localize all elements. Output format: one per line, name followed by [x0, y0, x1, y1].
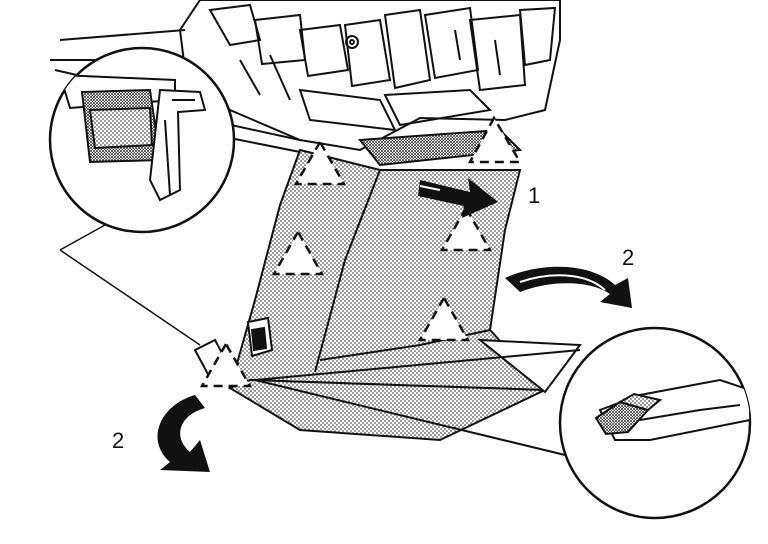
curved-arrow-icon [505, 266, 632, 308]
magnifier-callout [48, 46, 236, 346]
step-label-2-left: 2 [112, 428, 124, 453]
curved-arrow-icon [157, 395, 210, 472]
rear-cover-panel [193, 148, 548, 442]
step-label-1: 1 [528, 183, 540, 208]
warning-triangle-icon [467, 115, 523, 164]
warning-triangle-icon [199, 341, 253, 388]
warning-triangle-icon [417, 295, 471, 342]
warning-triangle-icon [439, 205, 493, 252]
warning-triangle-icon [271, 229, 325, 276]
step-label-2-right: 2 [622, 245, 634, 270]
arrow-right-icon [418, 178, 498, 218]
magnifier-callout [254, 326, 752, 520]
warning-triangle-icon [293, 139, 347, 186]
